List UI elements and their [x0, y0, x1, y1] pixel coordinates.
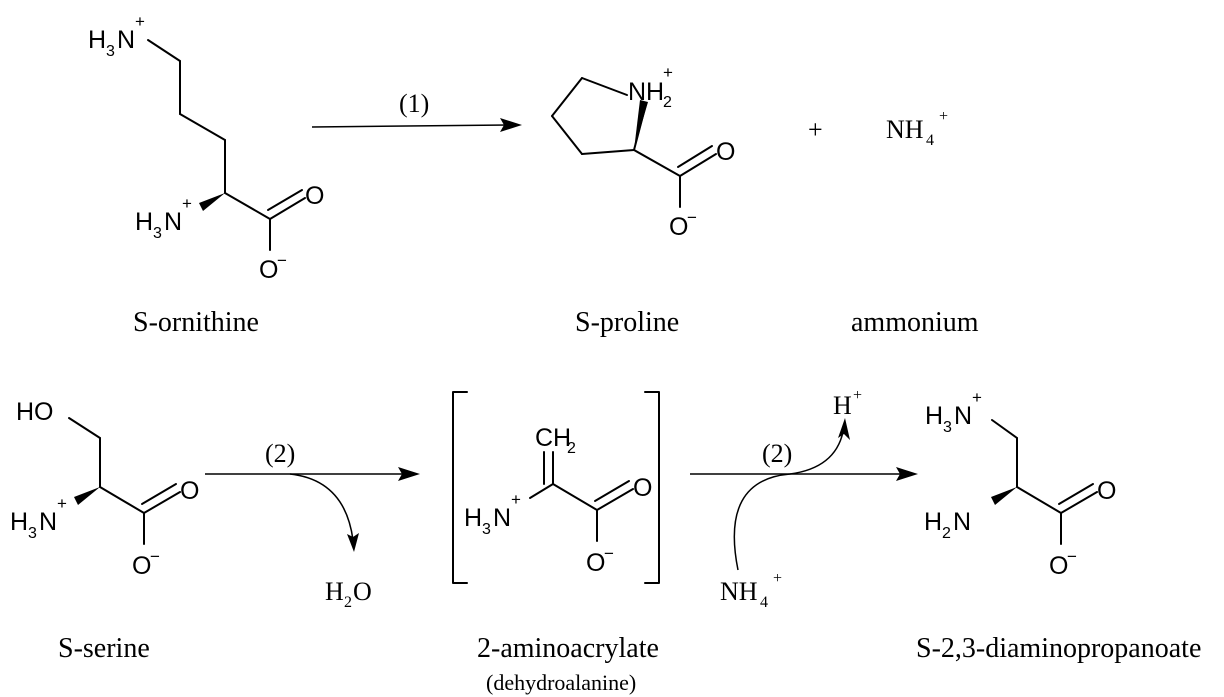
atom-H: H	[325, 577, 344, 606]
charge-plus: +	[663, 63, 673, 82]
reaction-arrow-2b: (2) NH 4 + H +	[690, 387, 918, 611]
atom-N: N	[493, 504, 511, 532]
subscript: 3	[482, 521, 491, 538]
atom-O: O	[305, 182, 324, 210]
ammonium-structure: NH 4 +	[886, 108, 948, 149]
charge-plus: +	[853, 387, 862, 404]
reaction-arrow-2a: (2) H 2 O	[205, 439, 420, 611]
charge-minus: −	[277, 251, 287, 270]
atom-O: O	[180, 477, 199, 505]
charge-plus: +	[511, 490, 521, 509]
subscript: 3	[28, 525, 37, 542]
atom-O: O	[353, 577, 372, 606]
atom-H: H	[924, 508, 942, 536]
subscript: 2	[663, 94, 672, 111]
atom-N: N	[954, 402, 972, 430]
atom-H: H	[135, 208, 153, 236]
subscript: 3	[153, 225, 162, 242]
atom-H: H	[10, 508, 28, 536]
subscript: 2	[344, 594, 352, 611]
label-dehydroalanine: (dehydroalanine)	[486, 670, 636, 695]
atom-O: O	[1049, 552, 1068, 580]
charge-minus: −	[150, 547, 160, 566]
atom-O: O	[716, 138, 735, 166]
atom-O: O	[586, 549, 605, 577]
atom-H: H	[464, 504, 482, 532]
atom-O: O	[669, 213, 688, 241]
aminoacrylate-structure: CH 2 H 3 N + O O −	[452, 391, 660, 584]
atom-O: O	[633, 474, 652, 502]
atom-NH: NH	[886, 115, 924, 144]
serine-structure: HO H 3 N + O O −	[10, 398, 199, 580]
atom-O: O	[1097, 477, 1116, 505]
plus-sign: +	[808, 115, 823, 144]
label-diaminopropanoate: S-2,3-diaminopropanoate	[916, 633, 1201, 664]
label-serine: S-serine	[58, 633, 150, 664]
charge-plus: +	[939, 108, 948, 125]
subscript: 3	[943, 419, 952, 436]
reaction-arrow-1: (1)	[311, 89, 522, 132]
label-aminoacrylate: 2-aminoacrylate	[477, 633, 659, 664]
step-label-2a: (2)	[265, 439, 295, 468]
subscript: 3	[106, 43, 115, 60]
step-label-2b: (2)	[762, 439, 792, 468]
subscript: 4	[926, 132, 934, 149]
atom-CH: CH	[535, 424, 571, 452]
step-label-1: (1)	[399, 89, 429, 118]
atom-N: N	[953, 508, 971, 536]
charge-plus: +	[135, 12, 145, 31]
proline-structure: NH 2 + O O −	[551, 63, 735, 241]
charge-plus: +	[57, 494, 67, 513]
diaminopropanoate-structure: H 3 N + H 2 N O O −	[924, 388, 1116, 580]
subscript: 4	[760, 594, 768, 611]
charge-minus: −	[604, 544, 614, 563]
atom-H: H	[925, 402, 943, 430]
label-proline: S-proline	[575, 307, 679, 338]
charge-plus: +	[972, 388, 982, 407]
atom-H: H	[833, 391, 852, 420]
atom-N: N	[164, 208, 182, 236]
charge-plus: +	[773, 570, 782, 587]
subscript: 2	[942, 525, 951, 542]
charge-minus: −	[687, 208, 697, 227]
charge-plus: +	[182, 194, 192, 213]
atom-N: N	[39, 508, 57, 536]
atom-NH: NH	[720, 577, 758, 606]
atom-O: O	[259, 256, 278, 284]
atom-N: N	[117, 26, 135, 54]
label-ornithine: S-ornithine	[133, 307, 259, 338]
atom-HO: HO	[16, 398, 54, 426]
atom-H: H	[88, 26, 106, 54]
atom-NH: NH	[628, 78, 664, 106]
label-ammonium: ammonium	[851, 307, 979, 338]
subscript: 2	[567, 440, 576, 457]
charge-minus: −	[1067, 547, 1077, 566]
atom-O: O	[132, 552, 151, 580]
ornithine-structure: H 3 N + H 3 N + O O −	[88, 12, 324, 284]
